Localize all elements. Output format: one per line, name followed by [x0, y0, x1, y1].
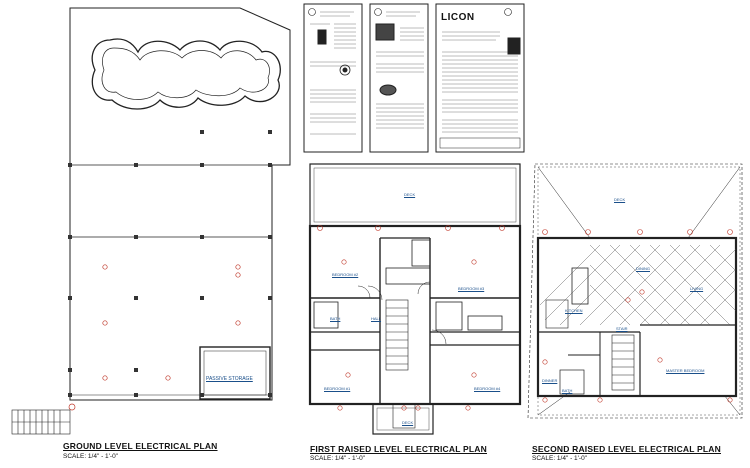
- second-roof-outline: [527, 163, 743, 419]
- first-deck-bottom: [372, 403, 434, 435]
- ground-plan-title: GROUND LEVEL ELECTRICAL PLAN: [63, 441, 218, 451]
- room-hall: HALL: [371, 316, 382, 321]
- second-plan-title: SECOND RAISED LEVEL ELECTRICAL PLAN: [532, 444, 721, 454]
- room-kitchen: KITCHEN: [565, 308, 583, 313]
- first-raised-plan: [308, 163, 522, 435]
- room-master-bedroom: MASTER BEDROOM: [666, 368, 705, 373]
- first-fixtures: [317, 225, 505, 411]
- room-first-deck-bottom: DECK: [402, 420, 414, 425]
- room-first-deck-top: DECK: [404, 192, 416, 197]
- second-house-walls: [536, 236, 738, 398]
- room-second-bath: BATH: [562, 388, 573, 393]
- first-house-walls: [308, 224, 522, 406]
- first-stair: [385, 299, 409, 371]
- second-plan-scale: SCALE: 1/4" - 1'-0": [532, 455, 587, 462]
- pool-shape: [91, 38, 281, 110]
- room-stair: STAIR: [616, 326, 628, 331]
- spec-sheets: [303, 3, 525, 153]
- first-plan-scale: SCALE: 1/4" - 1'-0": [310, 455, 365, 462]
- room-bedroom-2: BEDROOM #2: [332, 272, 359, 277]
- second-raised-plan: [527, 163, 743, 419]
- pool-coping: [101, 47, 270, 100]
- second-fixtures: [542, 229, 733, 403]
- spec-sheet-images: [308, 8, 521, 149]
- second-stair: [611, 334, 635, 391]
- room-bedroom-3: BEDROOM #3: [458, 286, 485, 291]
- room-living: LIVING: [690, 286, 704, 291]
- spec-sheet-3: [435, 3, 525, 153]
- room-second-deck: DECK: [614, 197, 626, 202]
- ground-light-fixtures: [68, 264, 241, 411]
- spec-sheet-brand: LICON: [441, 12, 475, 23]
- ground-plan-scale: SCALE: 1/4" - 1'-0": [63, 453, 118, 460]
- second-vault-hatch: [539, 244, 737, 326]
- ground-level-plan: [11, 7, 291, 435]
- room-first-bath: BATH: [330, 316, 341, 321]
- ground-columns: [68, 130, 272, 397]
- room-bedroom-1: BEDROOM #1: [324, 386, 351, 391]
- room-bedroom-4: BEDROOM #4: [474, 386, 501, 391]
- room-dining: DINING: [636, 266, 650, 271]
- passive-storage-room: [199, 346, 271, 400]
- first-plan-title: FIRST RAISED LEVEL ELECTRICAL PLAN: [310, 444, 487, 454]
- ground-stair: [11, 409, 71, 435]
- spec-sheet-content: [310, 11, 518, 135]
- room-passive-storage: PASSIVE STORAGE: [206, 376, 253, 382]
- spec-sheet-1: [303, 3, 363, 153]
- room-dinner: DINNER: [542, 378, 558, 383]
